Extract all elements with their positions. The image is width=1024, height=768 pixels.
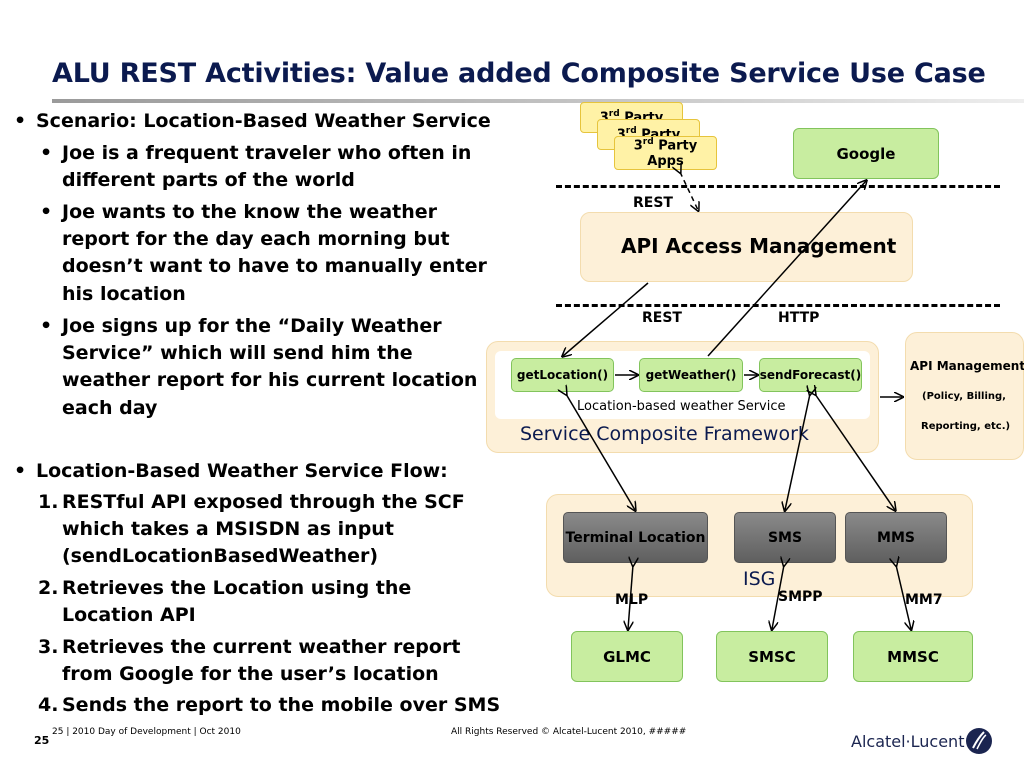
step-text: RESTful API exposed through the SCF whic… bbox=[62, 491, 465, 568]
mlp-label: MLP bbox=[615, 592, 649, 608]
api-management-policy: (Policy, Billing, bbox=[922, 391, 1006, 402]
mmsc-box: MMSC bbox=[853, 631, 973, 682]
flow-step-2: 2. Retrieves the Location using the Loca… bbox=[38, 575, 508, 629]
sms-box: SMS bbox=[734, 512, 836, 563]
service-label: Location-based weather Service bbox=[577, 399, 786, 414]
third-party-apps-box: 3rd Party Apps bbox=[614, 136, 717, 170]
mms-box: MMS bbox=[845, 512, 947, 563]
flow-step-3: 3. Retrieves the current weather report … bbox=[38, 634, 508, 688]
page-number: 25 bbox=[34, 734, 50, 747]
get-location-box: getLocation() bbox=[511, 358, 614, 392]
alcatel-lucent-logo-icon bbox=[966, 728, 992, 754]
send-forecast-box: sendForecast() bbox=[759, 358, 862, 392]
subbullet-traveler: • Joe is a frequent traveler who often i… bbox=[40, 140, 495, 194]
api-management-title: API Management bbox=[910, 359, 1024, 373]
bullet-flow: • Location-Based Weather Service Flow: bbox=[14, 458, 504, 485]
api-access-management-label: API Access Management bbox=[621, 234, 897, 258]
dashed-separator bbox=[556, 185, 1000, 188]
alcatel-lucent-wordmark: Alcatel·Lucent bbox=[851, 732, 965, 751]
scf-label: Service Composite Framework bbox=[520, 423, 809, 445]
bullet-text: Joe wants to the know the weather report… bbox=[62, 201, 487, 305]
footer-event: 25 | 2010 Day of Development | Oct 2010 bbox=[52, 727, 241, 737]
bullet-marker: • bbox=[14, 110, 27, 132]
rest-top-label: REST bbox=[633, 195, 673, 211]
flow-step-1: 1. RESTful API exposed through the SCF w… bbox=[38, 489, 508, 571]
third-party-apps-label: 3rd Party Apps bbox=[633, 137, 698, 169]
mm7-label: MM7 bbox=[905, 592, 943, 608]
smpp-label: SMPP bbox=[778, 589, 823, 605]
glmc-box: GLMC bbox=[571, 631, 683, 682]
bullet-text: Joe is a frequent traveler who often in … bbox=[62, 142, 472, 192]
bullet-text: Joe signs up for the “Daily Weather Serv… bbox=[62, 315, 478, 419]
isg-label: ISG bbox=[743, 568, 776, 590]
api-management-box bbox=[905, 332, 1024, 460]
step-number: 4. bbox=[38, 694, 59, 716]
rest-dashed-arrow bbox=[680, 172, 698, 210]
http-label: HTTP bbox=[778, 310, 820, 326]
step-text: Retrieves the Location using the Locatio… bbox=[62, 577, 412, 627]
bullet-marker: • bbox=[14, 460, 27, 482]
subbullet-signup: • Joe signs up for the “Daily Weather Se… bbox=[40, 313, 495, 422]
step-number: 2. bbox=[38, 577, 59, 599]
title-underline bbox=[52, 99, 1024, 103]
bullet-scenario: • Scenario: Location-Based Weather Servi… bbox=[14, 108, 504, 135]
api-management-reporting: Reporting, etc.) bbox=[921, 421, 1011, 432]
bullet-marker: • bbox=[40, 201, 53, 223]
step-text: Retrieves the current weather report fro… bbox=[62, 636, 461, 686]
step-text: Sends the report to the mobile over SMS bbox=[62, 694, 501, 716]
bullet-text: Location-Based Weather Service Flow: bbox=[36, 460, 448, 482]
google-box: Google bbox=[793, 128, 939, 179]
bullet-text: Scenario: Location-Based Weather Service bbox=[36, 110, 491, 132]
slide-title: ALU REST Activities: Value added Composi… bbox=[52, 58, 986, 89]
flow-step-4: 4. Sends the report to the mobile over S… bbox=[38, 692, 508, 719]
subbullet-weather-report: • Joe wants to the know the weather repo… bbox=[40, 199, 495, 308]
smsc-box: SMSC bbox=[716, 631, 828, 682]
terminal-location-box: Terminal Location bbox=[563, 512, 708, 563]
rest-mid-label: REST bbox=[642, 310, 682, 326]
step-number: 3. bbox=[38, 636, 59, 658]
footer-rights: All Rights Reserved © Alcatel-Lucent 201… bbox=[451, 727, 687, 737]
get-weather-box: getWeather() bbox=[639, 358, 743, 392]
step-number: 1. bbox=[38, 491, 59, 513]
dashed-separator bbox=[556, 304, 1000, 307]
bullet-marker: • bbox=[40, 142, 53, 164]
bullet-marker: • bbox=[40, 315, 53, 337]
